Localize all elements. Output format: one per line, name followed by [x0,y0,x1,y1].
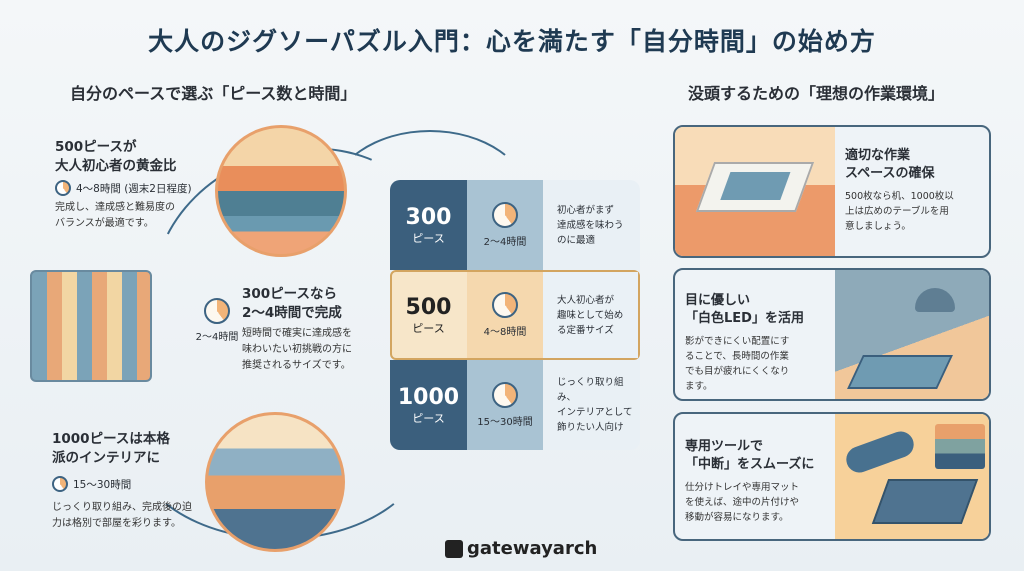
card-workspace: 適切な作業スペースの確保 500枚なら机、1000枚以上は広めのテーブルを用意し… [673,125,991,258]
watermark: gatewayarch [445,538,597,559]
clock-icon [492,292,518,318]
block-300-desc: 短時間で確実に達成感を味わいたい初挑戦の方に推奨されるサイズです。 [242,328,352,371]
block-500-title: 500ピースが大人初心者の黄金比 [55,139,177,174]
clock-icon [52,476,68,492]
card-lighting: 目に優しい「白色LED」を活用 影ができにくい配置にすることで、長時間の作業でも… [673,268,991,401]
table-illustration [675,127,835,256]
block-1000-desc: じっくり取り組み、完成後の迫力は格別で部屋を彩ります。 [52,502,192,529]
card-tools-body: 仕分けトレイや専用マットを使えば、途中の片付けや移動が容易になります。 [685,482,800,523]
card-workspace-title: 適切な作業スペースの確保 [845,148,935,181]
sorting-tray-illustration [835,414,989,539]
block-300-clock: 2〜4時間 [195,298,239,343]
block-500-desc: 完成し、達成感と難易度のバランスが最適です。 [55,202,175,229]
block-500-time: 4〜8時間 (週末2日程度) [76,182,192,195]
right-heading: 没頭するための「理想の作業環境」 [688,84,945,103]
card-workspace-body: 500枚なら机、1000枚以上は広めのテーブルを用意しましょう。 [845,191,954,232]
table-row-300-desc: 初心者がまず達成感を味わうのに最適 [557,204,624,246]
left-heading: 自分のペースで選ぶ「ピース数と時間」 [70,84,357,103]
clock-icon [204,298,230,324]
card-tools-title: 専用ツールで「中断」をスムーズに [685,439,815,472]
table-row-300-time: 2〜4時間 [467,180,543,270]
clock-icon [492,382,518,408]
table-row-1000-time: 15〜30時間 [467,360,543,450]
table-row-500-time: 4〜8時間 [467,272,543,358]
city-puzzle-illustration [205,412,345,552]
landscape-puzzle-illustration [215,125,347,257]
card-tools: 専用ツールで「中断」をスムーズに 仕分けトレイや専用マットを使えば、途中の片付け… [673,412,991,541]
desk-lamp-illustration [835,270,989,399]
block-300-clock-label: 2〜4時間 [195,332,239,343]
card-lighting-title: 目に優しい「白色LED」を活用 [685,293,804,326]
clock-icon [492,202,518,228]
block-1000-title: 1000ピースは本格派のインテリアに [52,431,170,466]
puzzle-hands-illustration [30,270,152,382]
block-1000: 1000ピースは本格派のインテリアに 15〜30時間 じっくり取り組み、完成後の… [52,430,222,532]
connector-line [330,130,530,270]
table-row-1000-desc: じっくり取り組み、インテリアとして飾りたい人向け [557,377,633,433]
clock-icon [55,180,71,196]
puzzle-logo-icon [445,539,463,558]
table-row-500-desc: 大人初心者が趣味として始める定番サイズ [543,272,638,358]
page-title: 大人のジグソーパズル入門：心を満たす「自分時間」の始め方 [148,27,876,56]
block-1000-time: 15〜30時間 [73,478,132,491]
card-lighting-body: 影ができにくい配置にすることで、長時間の作業でも目が疲れにくくなります。 [685,336,790,392]
block-500: 500ピースが大人初心者の黄金比 4〜8時間 (週末2日程度) 完成し、達成感と… [55,138,235,232]
